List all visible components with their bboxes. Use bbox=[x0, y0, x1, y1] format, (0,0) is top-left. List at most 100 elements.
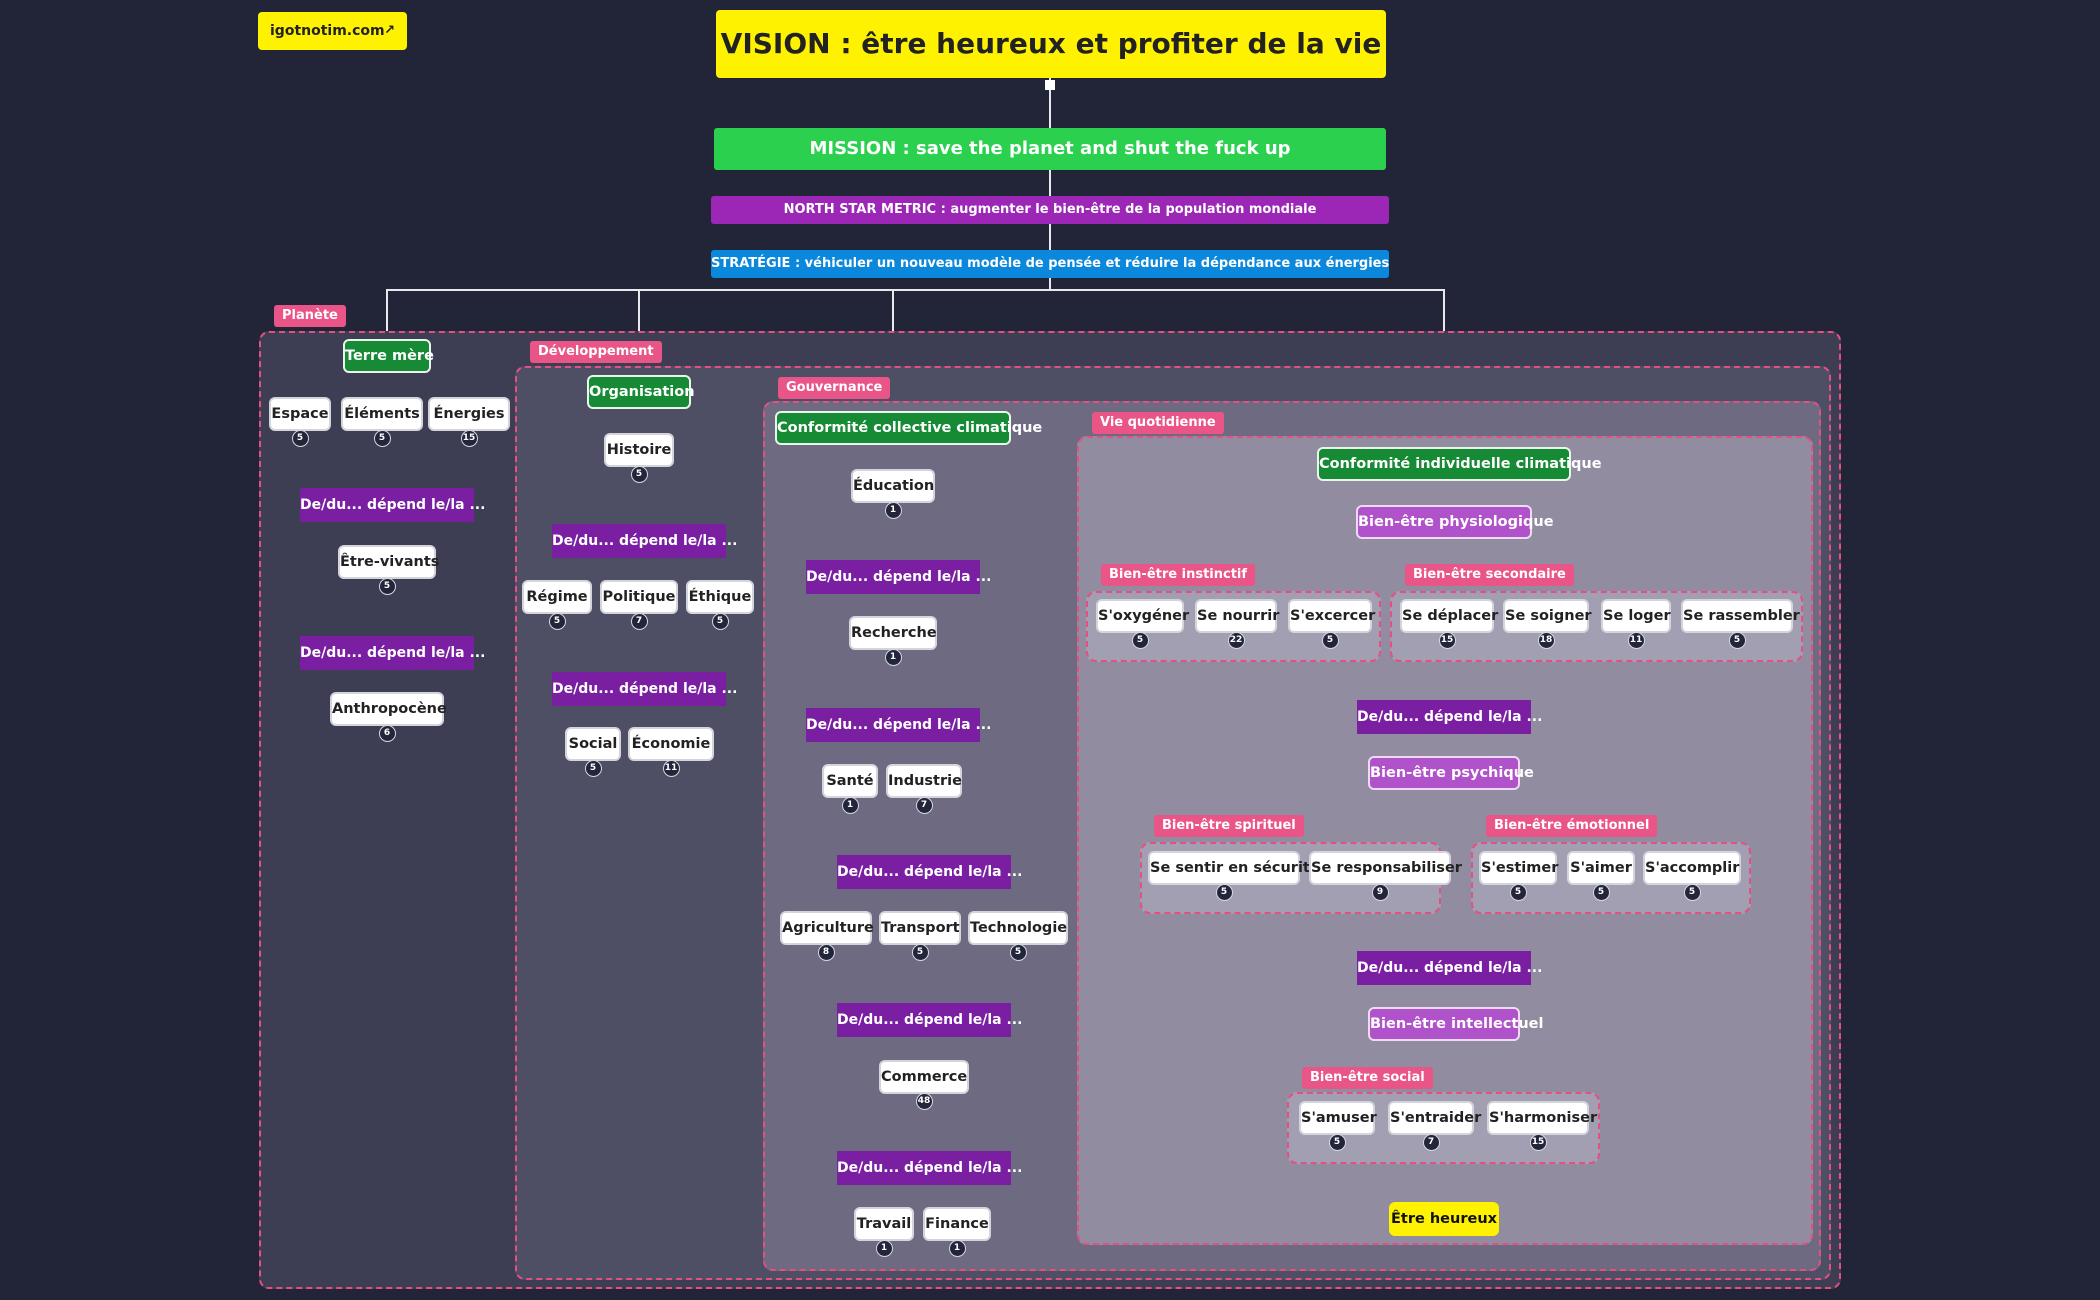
count-badge: 7 bbox=[915, 797, 933, 814]
mission-banner: MISSION : save the planet and shut the f… bbox=[714, 128, 1386, 170]
bien-etre-physiologique-node[interactable]: Bien-être physiologique bbox=[1356, 505, 1554, 539]
espace-node[interactable]: Espace bbox=[269, 397, 331, 431]
se-deplacer-node[interactable]: Se déplacer bbox=[1400, 599, 1498, 633]
count-badge: 5 bbox=[373, 430, 391, 447]
site-link-button[interactable]: igotnotim.com ↗ bbox=[258, 12, 407, 50]
count-badge: 5 bbox=[1321, 632, 1339, 649]
count-badge: 5 bbox=[711, 613, 729, 630]
ethique-node[interactable]: Éthique bbox=[686, 580, 754, 614]
se-soigner-node[interactable]: Se soigner bbox=[1503, 599, 1592, 633]
count-badge: 5 bbox=[630, 466, 648, 483]
count-badge: 9 bbox=[1371, 884, 1389, 901]
count-badge: 48 bbox=[915, 1093, 933, 1110]
depends-on-node[interactable]: De/du... dépend le/la ... bbox=[552, 672, 737, 706]
count-badge: 1 bbox=[841, 797, 859, 814]
industrie-node[interactable]: Industrie bbox=[886, 764, 962, 798]
count-badge: 6 bbox=[378, 725, 396, 742]
histoire-node[interactable]: Histoire bbox=[604, 433, 674, 467]
count-badge: 5 bbox=[1131, 632, 1149, 649]
count-badge: 1 bbox=[884, 649, 902, 666]
count-badge: 8 bbox=[817, 944, 835, 961]
conformite-collective-node[interactable]: Conformité collective climatique bbox=[775, 411, 1042, 445]
depends-on-node[interactable]: De/du... dépend le/la ... bbox=[1357, 700, 1542, 734]
s-entraider-node[interactable]: S'entraider bbox=[1388, 1101, 1481, 1135]
count-badge: 15 bbox=[1438, 632, 1456, 649]
transport-node[interactable]: Transport bbox=[879, 911, 961, 945]
count-badge: 5 bbox=[1728, 632, 1746, 649]
junction-square bbox=[1045, 80, 1055, 90]
depends-on-node[interactable]: De/du... dépend le/la ... bbox=[837, 1003, 1022, 1037]
politique-node[interactable]: Politique bbox=[600, 580, 678, 614]
etre-heureux-node[interactable]: Être heureux bbox=[1389, 1202, 1499, 1236]
count-badge: 5 bbox=[1592, 884, 1610, 901]
bien-etre-intellectuel-node[interactable]: Bien-être intellectuel bbox=[1368, 1007, 1543, 1041]
s-harmoniser-node[interactable]: S'harmoniser bbox=[1487, 1101, 1597, 1135]
se-sentir-en-securite-node[interactable]: Se sentir en sécurité bbox=[1148, 851, 1320, 885]
strategy-banner: STRATÉGIE : véhiculer un nouveau modèle … bbox=[711, 250, 1389, 278]
se-nourrir-node[interactable]: Se nourrir bbox=[1195, 599, 1279, 633]
count-badge: 15 bbox=[1529, 1134, 1547, 1151]
organisation-node[interactable]: Organisation bbox=[587, 375, 695, 409]
depends-on-node[interactable]: De/du... dépend le/la ... bbox=[552, 524, 737, 558]
finance-node[interactable]: Finance bbox=[923, 1207, 991, 1241]
count-badge: 15 bbox=[460, 430, 478, 447]
count-badge: 7 bbox=[1422, 1134, 1440, 1151]
north-star-metric-banner: NORTH STAR METRIC : augmenter le bien-êt… bbox=[711, 196, 1389, 224]
depends-on-node[interactable]: De/du... dépend le/la ... bbox=[300, 636, 485, 670]
travail-node[interactable]: Travail bbox=[854, 1207, 914, 1241]
technologie-node[interactable]: Technologie bbox=[968, 911, 1068, 945]
depends-on-node[interactable]: De/du... dépend le/la ... bbox=[806, 560, 991, 594]
vie-quotidienne-tag: Vie quotidienne bbox=[1092, 412, 1224, 434]
commerce-node[interactable]: Commerce bbox=[879, 1060, 969, 1094]
depends-on-node[interactable]: De/du... dépend le/la ... bbox=[837, 1151, 1022, 1185]
count-badge: 7 bbox=[630, 613, 648, 630]
bien-etre-spirituel-tag: Bien-être spirituel bbox=[1154, 815, 1304, 837]
regime-node[interactable]: Régime bbox=[522, 580, 592, 614]
s-aimer-node[interactable]: S'aimer bbox=[1567, 851, 1635, 885]
bien-etre-emotionnel-tag: Bien-être émotionnel bbox=[1486, 815, 1658, 837]
conformite-individuelle-node[interactable]: Conformité individuelle climatique bbox=[1317, 447, 1602, 481]
elements-node[interactable]: Éléments bbox=[341, 397, 423, 431]
count-badge: 5 bbox=[291, 430, 309, 447]
s-oxygener-node[interactable]: S'oxygéner bbox=[1096, 599, 1189, 633]
se-responsabiliser-node[interactable]: Se responsabiliser bbox=[1309, 851, 1462, 885]
terre-mere-node[interactable]: Terre mère bbox=[343, 339, 434, 373]
external-link-icon: ↗ bbox=[384, 23, 395, 38]
count-badge: 5 bbox=[911, 944, 929, 961]
count-badge: 5 bbox=[1328, 1134, 1346, 1151]
depends-on-node[interactable]: De/du... dépend le/la ... bbox=[1357, 951, 1542, 985]
se-loger-node[interactable]: Se loger bbox=[1601, 599, 1671, 633]
s-estimer-node[interactable]: S'estimer bbox=[1479, 851, 1558, 885]
sante-node[interactable]: Santé bbox=[822, 764, 878, 798]
depends-on-node[interactable]: De/du... dépend le/la ... bbox=[837, 855, 1022, 889]
count-badge: 1 bbox=[875, 1240, 893, 1257]
count-badge: 5 bbox=[378, 578, 396, 595]
agriculture-node[interactable]: Agriculture bbox=[780, 911, 874, 945]
s-amuser-node[interactable]: S'amuser bbox=[1299, 1101, 1377, 1135]
count-badge: 5 bbox=[584, 760, 602, 777]
count-badge: 5 bbox=[1683, 884, 1701, 901]
social-node[interactable]: Social bbox=[565, 727, 621, 761]
depends-on-node[interactable]: De/du... dépend le/la ... bbox=[300, 488, 485, 522]
bien-etre-secondaire-tag: Bien-être secondaire bbox=[1405, 564, 1574, 586]
bien-etre-psychique-node[interactable]: Bien-être psychique bbox=[1368, 756, 1534, 790]
developpement-tag: Développement bbox=[530, 341, 662, 363]
vision-banner: VISION : être heureux et profiter de la … bbox=[716, 10, 1386, 78]
planete-tag: Planète bbox=[274, 305, 346, 327]
etre-vivants-node[interactable]: Être-vivants bbox=[338, 545, 439, 579]
count-badge: 5 bbox=[1215, 884, 1233, 901]
anthropocene-node[interactable]: Anthropocène bbox=[330, 692, 447, 726]
energies-node[interactable]: Énergies bbox=[428, 397, 510, 431]
se-rassembler-node[interactable]: Se rassembler bbox=[1681, 599, 1800, 633]
s-accomplir-node[interactable]: S'accomplir bbox=[1643, 851, 1741, 885]
count-badge: 1 bbox=[884, 502, 902, 519]
site-link-label: igotnotim.com bbox=[270, 23, 385, 39]
education-node[interactable]: Éducation bbox=[851, 469, 935, 503]
economie-node[interactable]: Économie bbox=[628, 727, 714, 761]
s-excercer-node[interactable]: S'excercer bbox=[1288, 599, 1375, 633]
depends-on-node[interactable]: De/du... dépend le/la ... bbox=[806, 708, 991, 742]
count-badge: 22 bbox=[1227, 632, 1245, 649]
recherche-node[interactable]: Recherche bbox=[849, 616, 937, 650]
gouvernance-tag: Gouvernance bbox=[778, 377, 891, 399]
